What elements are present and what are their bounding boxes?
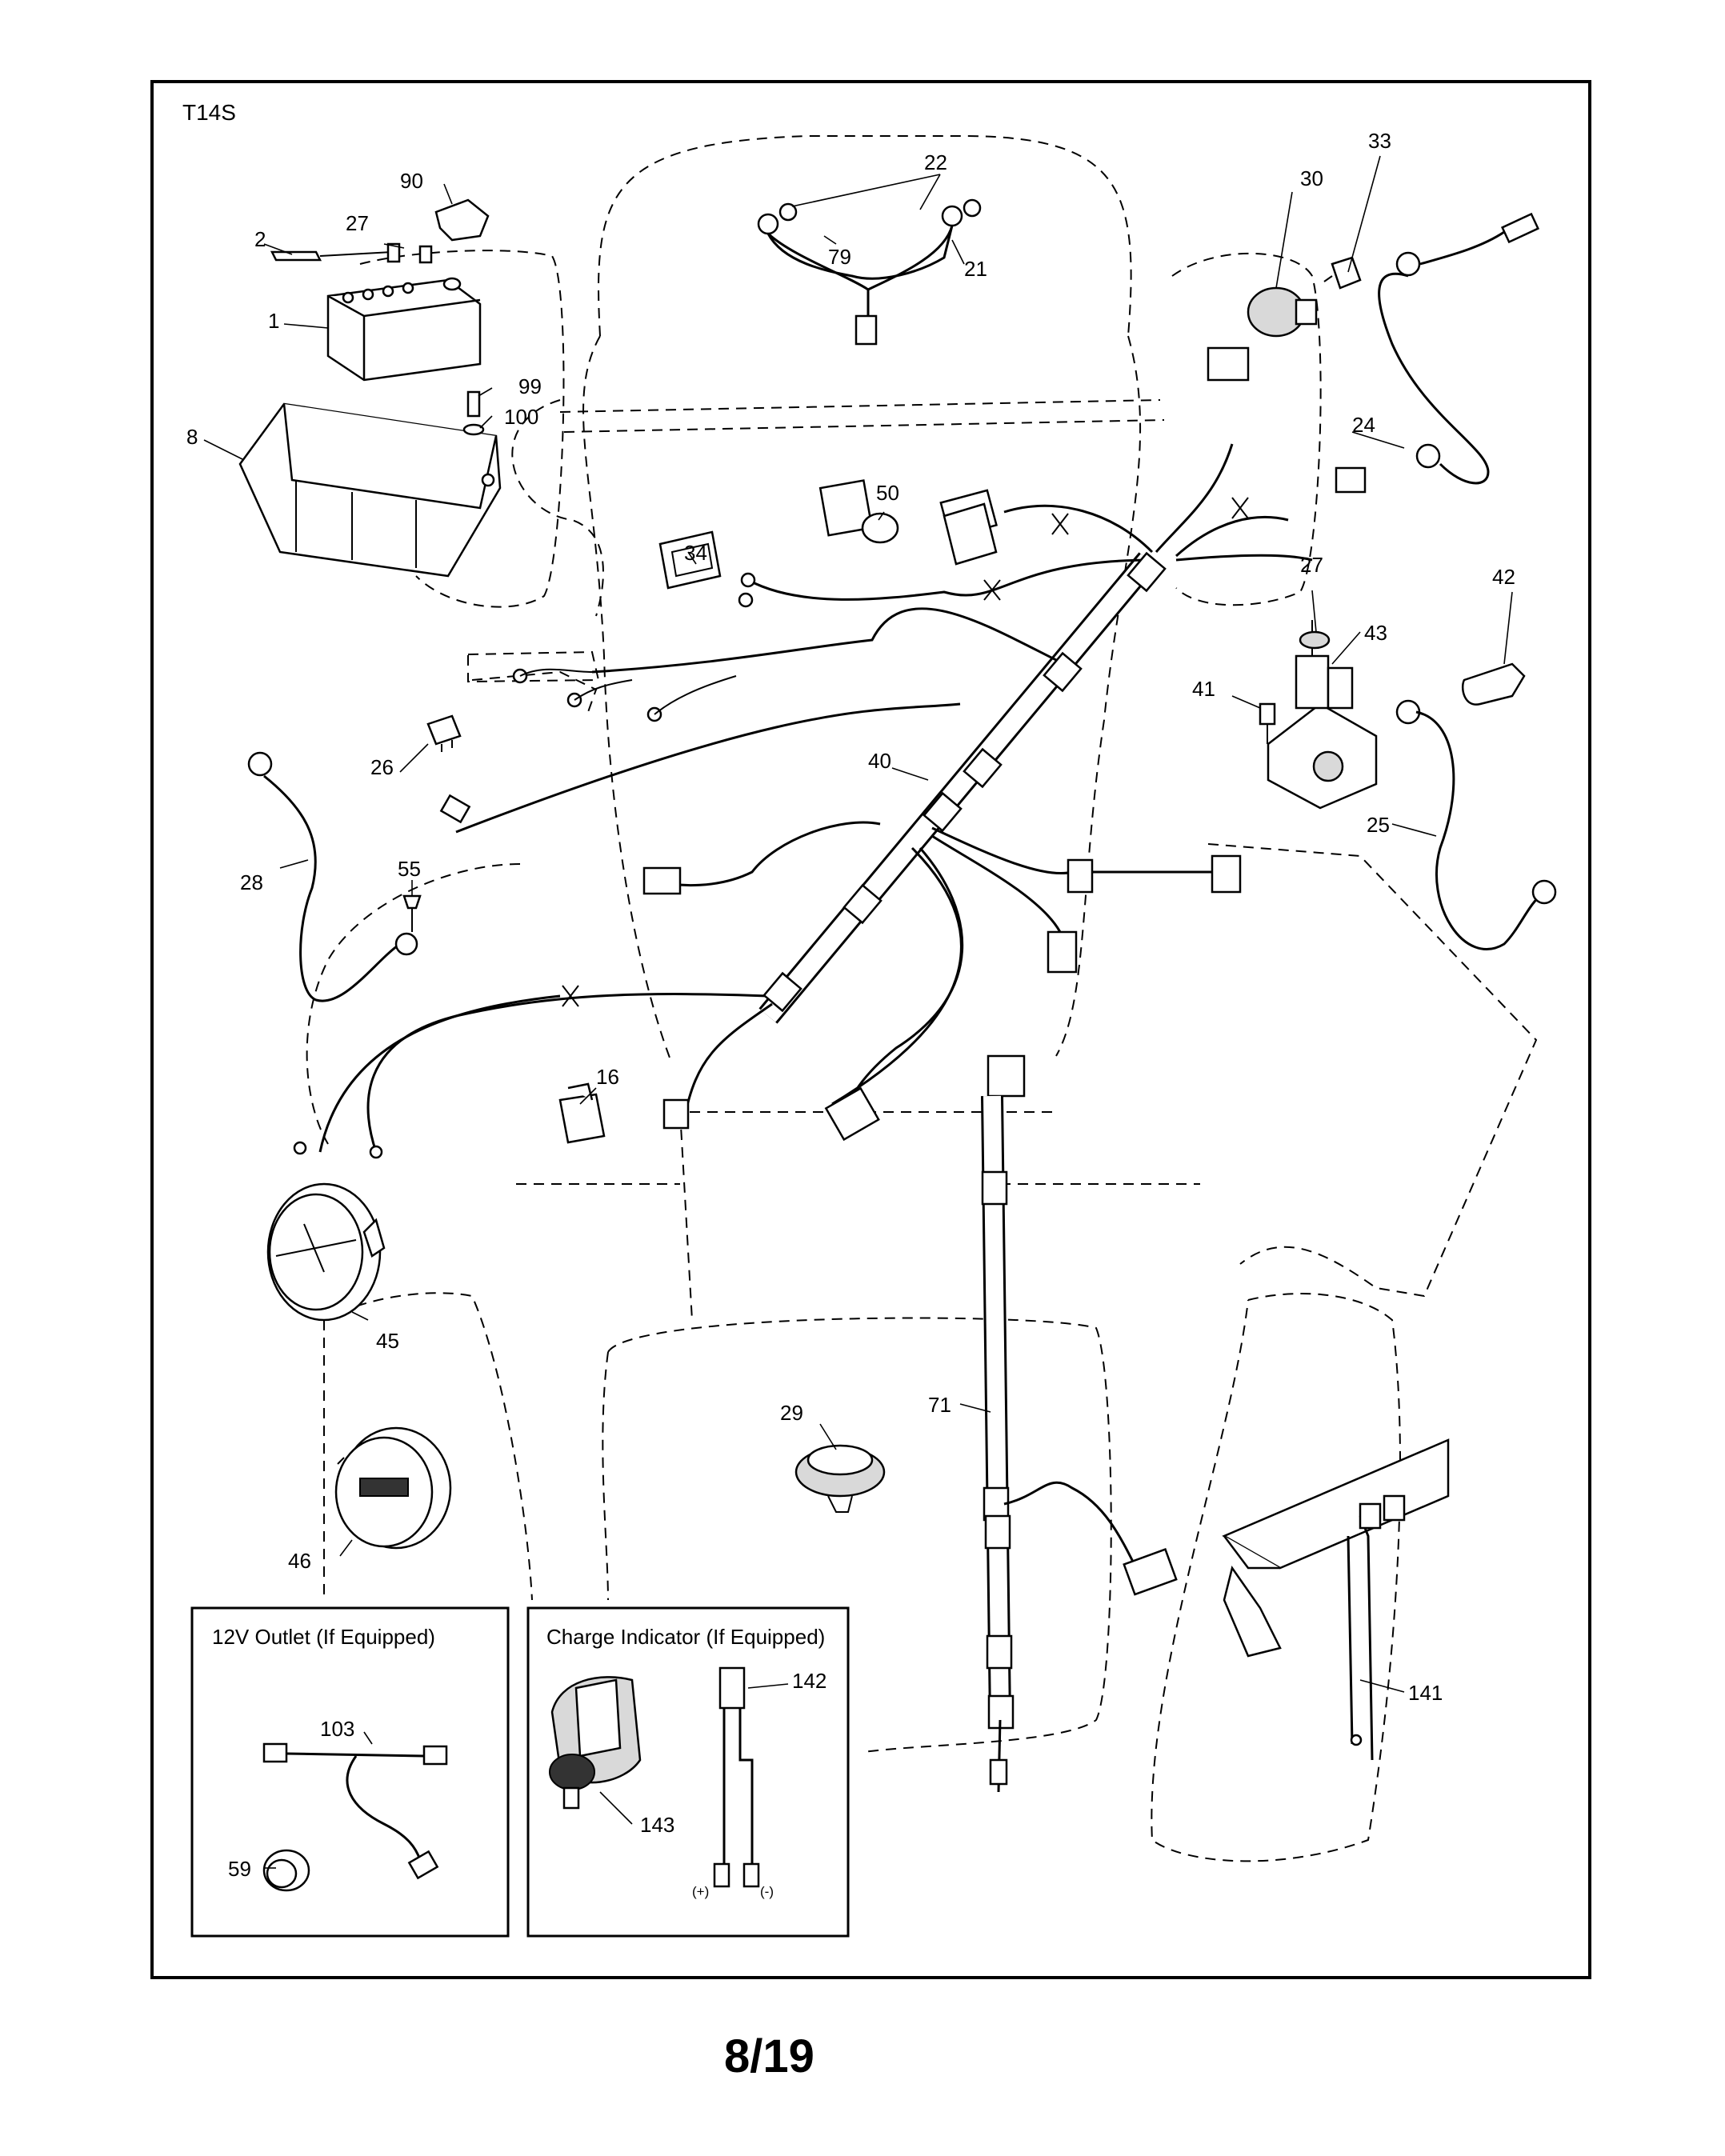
callout-27-battery: 27 — [346, 211, 369, 235]
callout-28: 28 — [240, 870, 263, 894]
callout-103: 103 — [320, 1717, 354, 1741]
callout-100: 100 — [504, 405, 538, 429]
callout-22: 22 — [924, 150, 947, 174]
callout-42: 42 — [1492, 565, 1515, 589]
harness-clips — [762, 551, 1167, 1013]
connector-clip-a — [1067, 858, 1094, 894]
tractor-outline — [306, 135, 1538, 1862]
callout-8: 8 — [186, 425, 198, 449]
callout-41: 41 — [1192, 677, 1215, 701]
headlight-harness — [757, 198, 982, 346]
callout-79: 79 — [828, 245, 851, 269]
solenoid-nut — [1299, 630, 1331, 650]
starter-solenoid — [1267, 620, 1378, 810]
fuse — [426, 714, 462, 752]
horn — [794, 1444, 886, 1513]
callout-24: 24 — [1352, 413, 1375, 437]
connector-switch — [824, 1086, 880, 1142]
rear-harness — [981, 1095, 1178, 1793]
cable-28 — [247, 751, 418, 1002]
callout-30: 30 — [1300, 166, 1323, 190]
cable-25 — [1395, 699, 1557, 950]
model-code: T14S — [182, 100, 236, 125]
leader-lines — [203, 155, 1513, 1869]
battery-boot — [434, 198, 490, 242]
callout-labels: 1 2 8 16 21 22 24 25 26 27 27 28 29 30 3… — [186, 129, 1515, 1881]
charge-indicator-harness — [713, 1666, 760, 1888]
callout-143: 143 — [640, 1813, 674, 1837]
battery-tray — [238, 402, 502, 578]
inset-outlet-title: 12V Outlet (If Equipped) — [212, 1625, 435, 1649]
callout-16: 16 — [596, 1065, 619, 1089]
callout-55: 55 — [398, 857, 421, 881]
splice-x4 — [562, 985, 579, 1007]
seat-switch-connector — [943, 502, 998, 566]
connector-right — [1335, 466, 1367, 494]
callout-29: 29 — [780, 1401, 803, 1425]
connector-left — [642, 866, 682, 895]
splice-x2 — [1231, 497, 1249, 519]
cable-24 — [1378, 212, 1540, 485]
ignition-key — [1323, 256, 1362, 290]
callout-43: 43 — [1364, 621, 1387, 645]
rear-bracket — [1222, 1438, 1450, 1761]
callout-99: 99 — [518, 374, 542, 398]
light-switch — [658, 530, 722, 590]
callout-90: 90 — [400, 169, 423, 193]
battery — [326, 277, 482, 382]
callout-142: 142 — [792, 1669, 826, 1693]
callout-141: 141 — [1408, 1681, 1443, 1705]
splice-x1 — [1051, 513, 1069, 535]
tray-bolt — [462, 390, 485, 436]
page-number: 8/19 — [724, 2030, 814, 2082]
callout-59: 59 — [228, 1857, 251, 1881]
connector-down — [1047, 930, 1078, 974]
callout-2: 2 — [254, 227, 266, 251]
charge-indicator-module — [549, 1676, 642, 1810]
ammeter-gauge — [266, 1182, 386, 1322]
callout-27-solenoid: 27 — [1300, 553, 1323, 577]
callout-26: 26 — [370, 755, 394, 779]
callout-34: 34 — [684, 541, 707, 565]
inset-12v-outlet: 12V Outlet (If Equipped) — [190, 1606, 510, 1938]
callout-45: 45 — [376, 1329, 399, 1353]
callout-71: 71 — [928, 1393, 951, 1417]
solenoid-bolt — [1259, 702, 1276, 744]
connector-ignition — [1207, 346, 1250, 382]
outlet-harness — [262, 1742, 448, 1880]
inset-charge-indicator: Charge Indicator (If Equipped) (+) (-) — [526, 1606, 850, 1938]
pto-switch — [818, 479, 899, 544]
connector-rear — [987, 1054, 1026, 1098]
callout-25: 25 — [1367, 813, 1390, 837]
callout-21: 21 — [964, 257, 987, 281]
hour-meter — [334, 1426, 452, 1550]
callout-46: 46 — [288, 1549, 311, 1573]
battery-bolt — [270, 242, 433, 264]
diagram-frame — [150, 80, 1591, 1979]
callout-40: 40 — [868, 749, 891, 773]
ground-bolt — [402, 894, 422, 932]
terminal-boot — [1461, 662, 1526, 706]
inset-charge-title: Charge Indicator (If Equipped) — [546, 1625, 825, 1649]
connector-clip-b — [1211, 854, 1242, 894]
positive-label: (+) — [692, 1884, 709, 1899]
callout-1: 1 — [268, 309, 279, 333]
callout-50: 50 — [876, 481, 899, 505]
callout-33: 33 — [1368, 129, 1391, 153]
ignition-switch — [1247, 286, 1318, 338]
splice-x3 — [983, 579, 1001, 601]
relay — [558, 1082, 606, 1144]
negative-label: (-) — [760, 1884, 774, 1899]
connector-bottom — [662, 1098, 690, 1130]
power-outlet — [262, 1849, 310, 1892]
